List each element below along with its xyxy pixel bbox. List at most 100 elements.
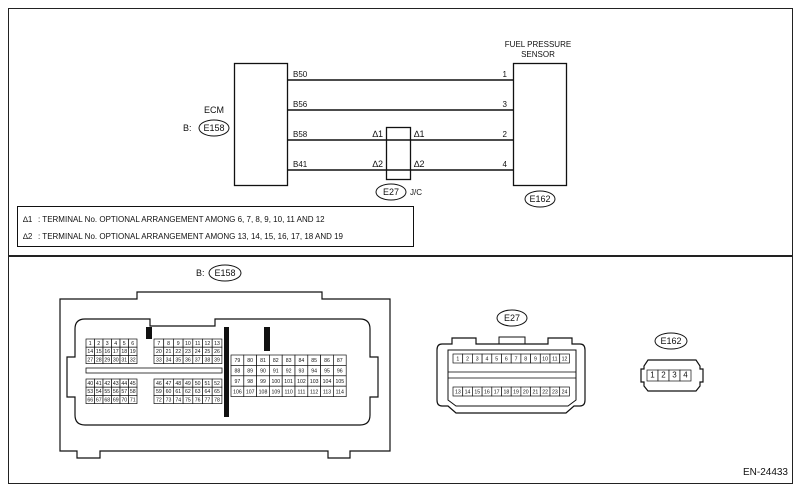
pin-number: 102 bbox=[297, 379, 306, 385]
pin-number: 54 bbox=[96, 389, 102, 395]
pin-number: 1 bbox=[650, 370, 655, 379]
pin-number: 17 bbox=[113, 349, 119, 355]
pin-number: 110 bbox=[284, 389, 292, 395]
pin-number: 86 bbox=[324, 358, 330, 364]
pin-number: 90 bbox=[260, 369, 266, 375]
pin-number: 53 bbox=[87, 389, 93, 395]
outer-frame bbox=[8, 8, 793, 484]
e27-latch bbox=[498, 336, 526, 345]
pin-number: 32 bbox=[130, 357, 136, 363]
pin-number: 7 bbox=[515, 356, 518, 362]
pin-number: 60 bbox=[166, 389, 172, 395]
pin-number: 73 bbox=[166, 397, 172, 403]
pin-number: 2 bbox=[661, 370, 666, 379]
pin-number: 75 bbox=[185, 397, 191, 403]
pin-number: 9 bbox=[177, 341, 180, 347]
pin-number: 82 bbox=[273, 358, 279, 364]
e27-oval bbox=[496, 309, 528, 327]
pin-number: 11 bbox=[552, 356, 557, 362]
pin-number: 64 bbox=[204, 389, 210, 395]
e27-outer-shell bbox=[436, 337, 586, 414]
pin-number: 18 bbox=[121, 349, 127, 355]
pin-number: 5 bbox=[123, 341, 126, 347]
pin-number: 20 bbox=[156, 349, 162, 355]
pin-number: 50 bbox=[195, 381, 201, 387]
pin-number: 4 bbox=[486, 356, 489, 362]
e158-key-1 bbox=[146, 327, 152, 339]
ecm-connector-label: E158 bbox=[203, 123, 224, 133]
pin-number: 21 bbox=[533, 389, 539, 395]
pin-number: 101 bbox=[284, 379, 293, 385]
pin-number: 57 bbox=[121, 389, 127, 395]
pin-number: 88 bbox=[235, 369, 241, 375]
pin-number: 6 bbox=[505, 356, 508, 362]
pin-number: 108 bbox=[259, 389, 268, 395]
e158-key-2 bbox=[264, 327, 270, 351]
pin-number: 81 bbox=[260, 358, 266, 364]
e27-inner-housing bbox=[447, 349, 577, 407]
pin-number: 1 bbox=[456, 356, 459, 362]
pin-number: 15 bbox=[96, 349, 102, 355]
pin-number: 11 bbox=[195, 341, 200, 347]
pin-number: 77 bbox=[204, 397, 210, 403]
ecm-connector-oval bbox=[198, 119, 230, 137]
pin-cell bbox=[211, 355, 223, 364]
e162-shell bbox=[640, 359, 704, 392]
pin-number: 36 bbox=[185, 357, 191, 363]
e27-middle-rib bbox=[447, 371, 577, 379]
pin-number: 70 bbox=[121, 397, 127, 403]
pin-number: 13 bbox=[214, 341, 220, 347]
note-1-text: : TERMINAL No. OPTIONAL ARRANGEMENT AMON… bbox=[38, 215, 325, 224]
pin-number: 24 bbox=[195, 349, 201, 355]
pin-cell bbox=[559, 353, 570, 364]
e162-oval bbox=[654, 332, 688, 350]
pin-number: 76 bbox=[195, 397, 201, 403]
pin-number: 33 bbox=[156, 357, 162, 363]
pin-number: 20 bbox=[523, 389, 529, 395]
pin-number: 19 bbox=[130, 349, 136, 355]
pin-number: 29 bbox=[104, 357, 110, 363]
pin-number: 111 bbox=[297, 389, 305, 395]
pin-number: 49 bbox=[185, 381, 191, 387]
jc-mark-1-left: ∆1 bbox=[372, 129, 383, 139]
pin-number: 37 bbox=[195, 357, 201, 363]
pin-number: 42 bbox=[104, 381, 110, 387]
ecm-box bbox=[233, 62, 289, 187]
pin-number: 69 bbox=[113, 397, 119, 403]
pin-cell bbox=[128, 395, 138, 404]
pin-number: 40 bbox=[87, 381, 93, 387]
pin-number: 66 bbox=[87, 397, 93, 403]
pin-number: 61 bbox=[175, 389, 181, 395]
pin-number: 24 bbox=[562, 389, 568, 395]
sensor-pin-2: 2 bbox=[503, 130, 508, 139]
pin-cell bbox=[559, 386, 570, 397]
pin-number: 19 bbox=[513, 389, 519, 395]
pin-number: 7 bbox=[157, 341, 160, 347]
pin-number: 12 bbox=[204, 341, 210, 347]
pin-number: 105 bbox=[335, 379, 344, 385]
e158-middle-rib bbox=[85, 367, 223, 374]
pin-number: 74 bbox=[175, 397, 181, 403]
jc-mark-2-left: ∆2 bbox=[372, 159, 383, 169]
pin-number: 4 bbox=[683, 370, 688, 379]
pin-number: 27 bbox=[87, 357, 93, 363]
pin-number: 6 bbox=[131, 341, 134, 347]
sensor-title-upper: FUEL PRESSURE bbox=[505, 40, 571, 49]
pin-cell bbox=[128, 355, 138, 364]
e158-prefix: B: bbox=[196, 268, 205, 278]
pin-number: 51 bbox=[204, 381, 210, 387]
pin-number: 112 bbox=[310, 389, 318, 395]
pin-cell bbox=[679, 369, 692, 382]
pin-number: 1 bbox=[89, 341, 92, 347]
pin-number: 8 bbox=[524, 356, 527, 362]
pin-number: 85 bbox=[311, 358, 317, 364]
pin-number: 94 bbox=[311, 369, 317, 375]
pin-number: 45 bbox=[130, 381, 136, 387]
pin-number: 15 bbox=[474, 389, 480, 395]
pin-number: 71 bbox=[130, 397, 136, 403]
pin-number: 58 bbox=[130, 389, 136, 395]
pin-number: 3 bbox=[672, 370, 677, 379]
sensor-connector-oval bbox=[524, 190, 556, 208]
note-1-mark: ∆1 bbox=[23, 215, 33, 224]
pin-number: 41 bbox=[96, 381, 102, 387]
